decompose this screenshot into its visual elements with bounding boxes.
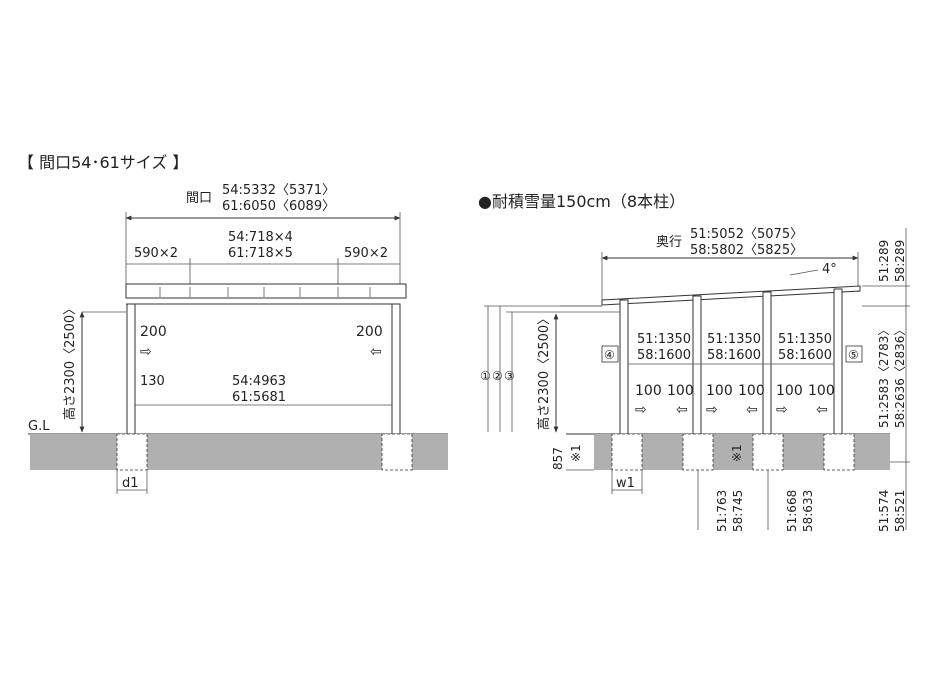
right-circle4-box xyxy=(601,345,619,363)
svg-text:⇦: ⇦ xyxy=(746,402,758,418)
left-inner-130: 130 xyxy=(140,374,165,389)
right-circle2: ② xyxy=(492,369,503,383)
right-bottom3-a: 51:574 xyxy=(877,490,891,532)
right-bay1-51: 51:1350 xyxy=(637,332,691,347)
left-roof-panels xyxy=(159,287,371,297)
right-circle1: ① xyxy=(480,369,491,383)
left-side-left: 590×2 xyxy=(134,246,178,261)
right-bottom3-b: 58:521 xyxy=(893,490,907,532)
left-inner-61: 61:5681 xyxy=(232,390,286,405)
right-top-b: 58:289 xyxy=(893,240,907,282)
svg-text:100: 100 xyxy=(667,383,694,399)
left-footing-r xyxy=(381,433,413,471)
right-roof xyxy=(601,285,861,306)
right-angle: 4° xyxy=(822,262,837,277)
left-gl: G.L xyxy=(28,419,50,434)
left-arrow-l-icon: ⇨ xyxy=(140,344,152,360)
left-height-text: 高さ2300〈2500〉 xyxy=(62,302,78,420)
left-d1: d1 xyxy=(122,476,139,491)
left-post-l xyxy=(126,303,136,435)
right-circle5: ⑤ xyxy=(848,348,859,362)
right-bottom1-a: 51:763 xyxy=(715,490,729,532)
svg-text:100: 100 xyxy=(738,383,765,399)
right-section-title: ●耐積雪量150cm（8本柱） xyxy=(478,192,685,211)
left-width-61: 61:6050〈6089〉 xyxy=(222,199,335,214)
svg-text:⇦: ⇦ xyxy=(676,402,688,418)
right-100-labels: 100 100 100 100 100 100 ⇨ ⇦ ⇨ ⇦ ⇨ ⇦ xyxy=(635,383,835,418)
right-bay1-58: 58:1600 xyxy=(637,348,691,363)
right-depth-58: 58:5802〈5825〉 xyxy=(690,243,803,258)
left-width-54: 54:5332〈5371〉 xyxy=(222,183,335,198)
left-side-right: 590×2 xyxy=(344,246,388,261)
left-mid-54: 54:718×4 xyxy=(228,230,293,245)
right-bay3-58: 58:1600 xyxy=(778,348,832,363)
left-post-r xyxy=(391,303,401,435)
right-857: 857 xyxy=(551,447,565,470)
right-height-text: 高さ2300〈2500〉 xyxy=(536,312,552,430)
left-width-label: 間口 xyxy=(186,191,212,206)
left-ground xyxy=(30,434,448,470)
right-depth-51: 51:5052〈5075〉 xyxy=(690,227,803,242)
svg-text:⇨: ⇨ xyxy=(776,402,788,418)
right-angle-line xyxy=(789,269,819,276)
left-arrow-r-val: 200 xyxy=(356,324,383,340)
right-top-a: 51:289 xyxy=(877,240,891,282)
right-circle5-box xyxy=(845,345,863,363)
right-bay3-51: 51:1350 xyxy=(778,332,832,347)
right-bottom1-b: 58:745 xyxy=(731,490,745,532)
svg-text:⇦: ⇦ xyxy=(816,402,828,418)
left-mid-61: 61:718×5 xyxy=(228,246,293,261)
right-bottom2-b: 58:633 xyxy=(801,490,815,532)
right-height-a: 51:2583〈2783〉 xyxy=(877,324,891,428)
svg-text:100: 100 xyxy=(706,383,733,399)
right-circle3: ③ xyxy=(504,369,515,383)
right-note2: ※1 xyxy=(730,444,744,462)
left-arrow-l-val: 200 xyxy=(140,324,167,340)
right-depth-label: 奥行 xyxy=(656,235,682,250)
right-bay2-51: 51:1350 xyxy=(707,332,761,347)
svg-text:100: 100 xyxy=(635,383,662,399)
svg-text:100: 100 xyxy=(808,383,835,399)
right-footings xyxy=(611,433,855,471)
svg-text:⇨: ⇨ xyxy=(706,402,718,418)
right-bay2-58: 58:1600 xyxy=(707,348,761,363)
svg-text:⇨: ⇨ xyxy=(635,402,647,418)
right-height-b: 58:2636〈2836〉 xyxy=(893,324,907,428)
left-roof xyxy=(125,283,407,299)
right-circle4: ④ xyxy=(604,348,615,362)
left-arrow-r-icon: ⇦ xyxy=(370,344,382,360)
left-inner-54: 54:4963 xyxy=(232,374,286,389)
right-bottom2-a: 51:668 xyxy=(785,490,799,532)
svg-text:100: 100 xyxy=(776,383,803,399)
left-section-title: 【 間口54･61サイズ 】 xyxy=(18,153,188,172)
left-footing-l xyxy=(116,433,148,471)
right-w1: w1 xyxy=(616,476,635,491)
right-note1: ※1 xyxy=(569,444,583,462)
